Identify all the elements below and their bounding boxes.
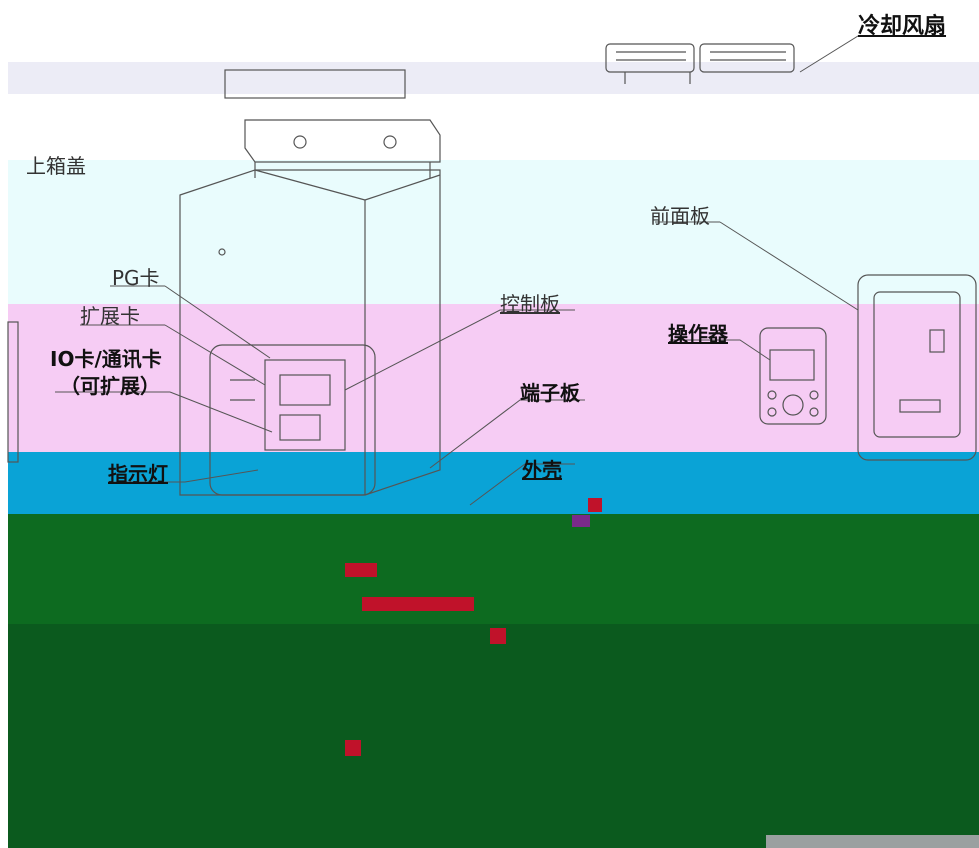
- cooling-fan-icon: [605, 43, 795, 84]
- label-io-card-line2: （可扩展）: [60, 374, 160, 398]
- label-control-board: 控制板: [500, 292, 560, 316]
- control-board-icon: [209, 344, 376, 496]
- band-grey-corner: [766, 835, 979, 848]
- label-cooling-fan: 冷却风扇: [858, 14, 947, 39]
- label-front-panel: 前面板: [650, 204, 710, 228]
- keypad-icon: [759, 327, 827, 425]
- band-pink: [8, 304, 979, 452]
- label-expansion-card: 扩展卡: [80, 304, 140, 328]
- label-keypad: 操作器: [668, 322, 728, 346]
- band-top-strip: [8, 62, 979, 94]
- chassis-icon: [179, 169, 441, 496]
- label-terminal-board: 端子板: [520, 381, 580, 405]
- label-housing: 外壳: [522, 458, 562, 482]
- label-upper-cover: 上箱盖: [26, 154, 86, 178]
- band-green: [8, 514, 979, 624]
- band-cyan: [8, 160, 979, 322]
- band-blue: [8, 452, 979, 514]
- front-panel-icon: [857, 274, 977, 461]
- label-pg-card: PG卡: [112, 266, 160, 290]
- label-indicator-light: 指示灯: [108, 462, 168, 486]
- upper-cover-icon: [244, 119, 441, 178]
- label-io-card-line1: IO卡/通讯卡: [50, 347, 162, 371]
- band-darkgreen: [8, 624, 979, 848]
